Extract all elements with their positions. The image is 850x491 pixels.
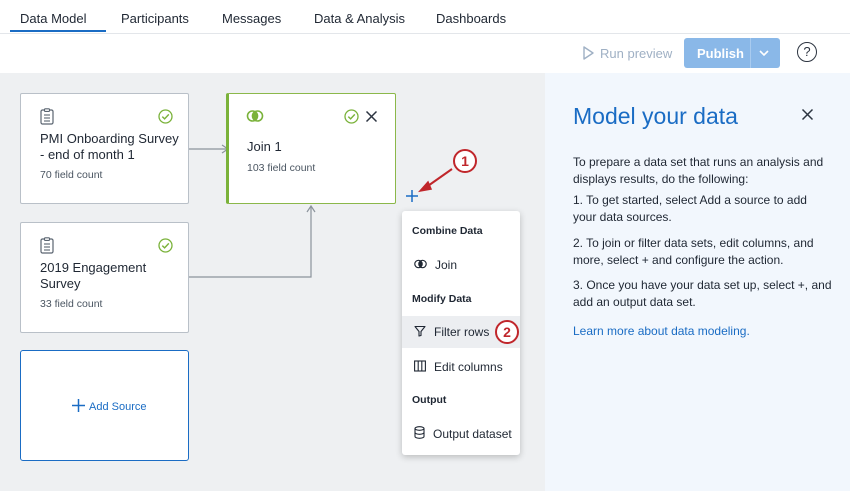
check-circle-icon [158, 238, 173, 258]
field-count: 70 field count [40, 169, 103, 181]
add-source-button[interactable]: Add Source [20, 350, 189, 461]
learn-more-link[interactable]: Learn more about data modeling. [573, 324, 750, 338]
join-title: Join 1 [247, 139, 282, 154]
columns-icon [414, 359, 426, 375]
panel-intro: To prepare a data set that runs an analy… [573, 155, 824, 186]
close-icon[interactable] [801, 108, 814, 126]
check-circle-icon [344, 109, 359, 129]
add-action-plus-icon[interactable] [405, 189, 419, 208]
menu-item-join[interactable]: Join [402, 249, 520, 281]
menu-item-label: Output dataset [433, 427, 512, 441]
menu-section-modify: Modify Data [412, 293, 472, 305]
tab-data-analysis[interactable]: Data & Analysis [314, 11, 406, 26]
menu-section-output: Output [412, 394, 447, 406]
field-count: 103 field count [247, 162, 316, 174]
run-preview-button[interactable]: Run preview [583, 45, 672, 61]
chevron-down-icon[interactable] [757, 46, 771, 63]
tab-data-model[interactable]: Data Model [9, 11, 108, 32]
panel-title: Model your data [573, 103, 738, 129]
tab-dashboards[interactable]: Dashboards [436, 11, 507, 26]
menu-item-label: Edit columns [434, 360, 503, 374]
tab-participants[interactable]: Participants [121, 11, 189, 26]
tab-messages[interactable]: Messages [222, 11, 282, 26]
top-tab-bar: Data Model Participants Messages Data & … [0, 0, 850, 34]
field-count: 33 field count [40, 298, 103, 310]
survey-icon [40, 108, 54, 130]
panel-step-2: 2. To join or filter data sets, edit col… [573, 236, 814, 267]
menu-item-output-dataset[interactable]: Output dataset [402, 418, 520, 450]
annotation-badge-2: 2 [495, 320, 519, 344]
join-card[interactable]: Join 1 103 field count [226, 93, 396, 204]
help-icon[interactable]: ? [797, 42, 817, 62]
survey-icon [40, 237, 54, 259]
join-icon [414, 258, 427, 272]
panel-step-1: 1. To get started, select Add a source t… [573, 193, 807, 224]
close-icon[interactable] [365, 110, 378, 128]
source-title: PMI Onboarding Survey - end of month 1 [40, 131, 179, 162]
plus-icon [71, 398, 86, 416]
source-card[interactable]: 2019 Engagement Survey 33 field count [20, 222, 189, 333]
database-icon [414, 426, 425, 442]
source-card[interactable]: PMI Onboarding Survey - end of month 1 7… [20, 93, 189, 204]
publish-label: Publish [697, 46, 744, 61]
menu-item-label: Join [435, 258, 458, 272]
play-icon [583, 46, 594, 60]
join-icon [246, 109, 264, 128]
publish-divider [750, 38, 751, 68]
menu-item-label: Filter rows [434, 325, 490, 339]
publish-button[interactable]: Publish [684, 38, 780, 68]
menu-item-edit-columns[interactable]: Edit columns [402, 351, 520, 383]
panel-step-3: 3. Once you have your data set up, selec… [573, 278, 832, 309]
help-panel: Model your data To prepare a data set th… [545, 73, 850, 491]
run-preview-label: Run preview [600, 45, 673, 61]
filter-icon [414, 325, 426, 340]
source-title: 2019 Engagement Survey [40, 260, 147, 291]
menu-section-combine: Combine Data [412, 225, 483, 237]
annotation-badge-1: 1 [453, 149, 477, 173]
check-circle-icon [158, 109, 173, 129]
add-source-label: Add Source [89, 401, 147, 413]
